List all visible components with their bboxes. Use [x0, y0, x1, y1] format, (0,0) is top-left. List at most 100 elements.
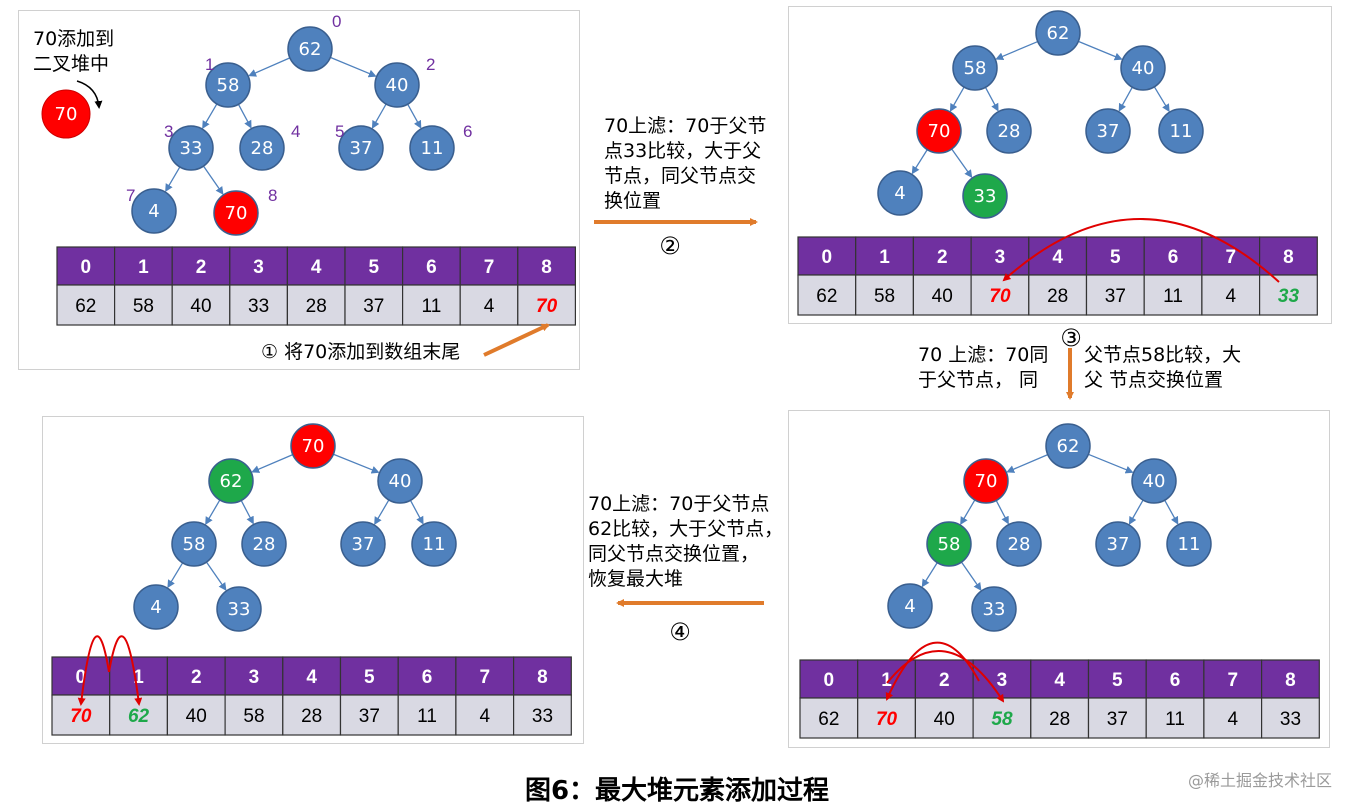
node-index-label: 2: [426, 55, 435, 74]
swap-arrow: [77, 635, 110, 706]
array-value-cell: [397, 694, 457, 736]
array-index-label: 7: [484, 257, 495, 278]
tree-edge: [202, 165, 224, 195]
tree-node-label: 40: [1143, 471, 1166, 492]
array-index-label: 8: [537, 667, 548, 688]
array-index-label: 2: [937, 247, 948, 268]
tree-node-label: 62: [299, 39, 322, 60]
array-index-label: 3: [995, 247, 1006, 268]
tree-node-label: 28: [1008, 534, 1031, 555]
array-index-cell: [970, 236, 1030, 276]
tree-node: [1085, 108, 1131, 154]
array-index-label: 6: [1168, 247, 1179, 268]
array-value-cell: [166, 694, 226, 736]
step-2-text: 70上滤：70于父节 点33比较，大于父 节点，同父节点交 换位置: [604, 115, 767, 212]
array-value-label: 70: [536, 296, 558, 317]
array-value-label: 4: [1225, 286, 1236, 307]
array-index-label: 1: [881, 670, 892, 691]
tree-node-label: 11: [421, 138, 444, 159]
tree-node: [216, 586, 262, 632]
tree-node: [287, 26, 333, 72]
tree-node-label: 58: [964, 58, 987, 79]
array-value-label: 58: [874, 286, 895, 307]
step-1-label: ① 将70添加到数组末尾: [261, 341, 460, 363]
array-index-label: 5: [1110, 247, 1121, 268]
array-index-label: 4: [1052, 247, 1063, 268]
array-index-cell: [224, 656, 284, 696]
tree-edge: [995, 40, 1038, 61]
tree-edge: [960, 499, 976, 526]
tree-node: [1158, 108, 1204, 154]
tree-edge: [1118, 86, 1133, 112]
tree-node: [290, 423, 336, 469]
array-value-cell: [1201, 274, 1261, 316]
array-index-label: 0: [824, 670, 835, 691]
tree-edge: [374, 499, 390, 526]
watermark: @稀土掘金技术社区: [1187, 771, 1332, 790]
array-index-cell: [799, 659, 859, 699]
array-index-label: 5: [1112, 670, 1123, 691]
array-value-label: 37: [1107, 709, 1128, 730]
array-index-label: 2: [939, 670, 950, 691]
array-index-cell: [51, 656, 111, 696]
array-value-label: 40: [186, 706, 207, 727]
array-index-cell: [402, 246, 461, 286]
array-index-label: 7: [1225, 247, 1236, 268]
tree-edge: [251, 454, 294, 473]
tree-node: [241, 521, 287, 567]
array-value-cell: [56, 284, 116, 326]
tree-node: [952, 45, 998, 91]
tree-edge: [995, 500, 1009, 525]
array-value-label: 33: [1278, 286, 1300, 307]
tree-edge: [1078, 40, 1123, 61]
tree-node: [1035, 10, 1081, 56]
array-index-cell: [171, 246, 231, 286]
array-index-cell: [113, 246, 173, 286]
tree-node: [411, 521, 457, 567]
tree-node: [1131, 458, 1177, 504]
tree-edge: [333, 453, 380, 474]
tree-node: [409, 125, 455, 171]
tree-node-label: 11: [423, 534, 446, 555]
array-value-cell: [914, 697, 974, 739]
tree-node: [213, 190, 259, 236]
array-index-label: 1: [879, 247, 890, 268]
array-index-label: 2: [196, 257, 207, 278]
tree-node: [877, 170, 923, 216]
array-index-label: 1: [138, 257, 149, 278]
array-value-cell: [1030, 697, 1090, 739]
array-value-label: 40: [934, 709, 955, 730]
new-node-label: 70: [55, 104, 78, 125]
array-index-label: 0: [822, 247, 833, 268]
array-index-cell: [397, 656, 457, 696]
new-node: [41, 89, 91, 139]
array-value-label: 28: [301, 706, 322, 727]
tree-node: [205, 62, 251, 108]
tree-node: [374, 62, 420, 108]
node-index-label: 1: [205, 55, 214, 74]
array-value-label: 58: [243, 706, 264, 727]
array-value-cell: [1261, 697, 1320, 739]
array-index-cell: [166, 656, 226, 696]
array-value-cell: [1203, 697, 1263, 739]
array-value-cell: [857, 697, 916, 739]
tree-node: [1166, 521, 1212, 567]
array-value-label: 70: [989, 286, 1011, 307]
figure-caption: 图6：最大堆元素添加过程: [524, 776, 830, 806]
array-index-cell: [517, 246, 576, 286]
tree-node: [996, 521, 1042, 567]
array-index-cell: [1261, 659, 1320, 699]
panel-1-note: 70添加到 二叉堆中: [33, 28, 115, 75]
array-value-label: 33: [248, 296, 269, 317]
array-index-cell: [1085, 236, 1145, 276]
tree-edge: [1153, 86, 1170, 113]
array-index-cell: [1203, 659, 1263, 699]
array-index-label: 6: [422, 667, 433, 688]
node-index-label: 0: [332, 12, 341, 31]
tree-edge: [237, 104, 252, 129]
array-index-cell: [1028, 236, 1088, 276]
tree-node: [962, 173, 1008, 219]
